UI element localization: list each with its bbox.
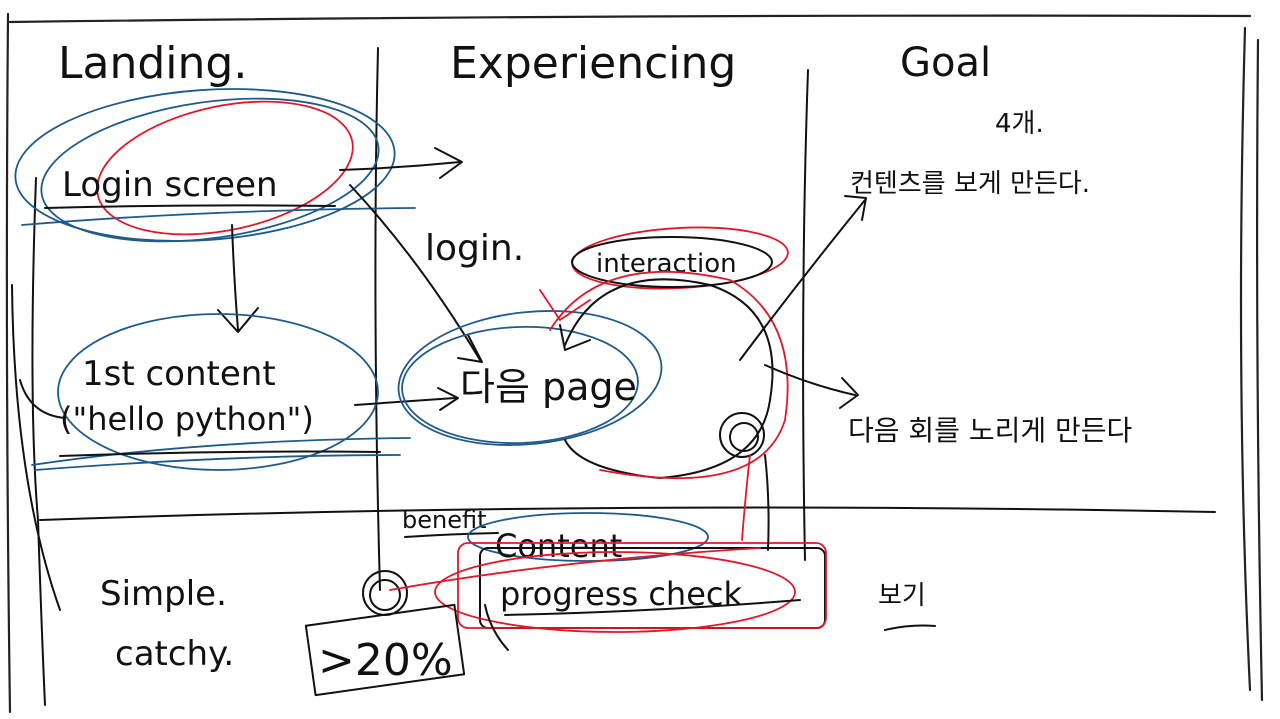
frame-left-line bbox=[5, 12, 12, 714]
arrow-login-to-first-content bbox=[231, 224, 239, 331]
note-simple: Simple. bbox=[100, 574, 227, 614]
goal-note-bottom: 보기 bbox=[878, 581, 926, 611]
goal-note-next: 다음 회를 노리게 만든다 bbox=[848, 414, 1132, 447]
login-screen-blue-ellipse bbox=[14, 88, 396, 242]
frame-top-line bbox=[8, 14, 1252, 24]
node-next-page: 다음 page bbox=[460, 365, 637, 409]
arrow-progress-to-circle bbox=[389, 547, 761, 591]
column-heading-goal: Goal bbox=[900, 40, 991, 86]
bottom-tick-mark bbox=[484, 604, 509, 651]
arrow-login-to-next-page bbox=[349, 184, 481, 361]
left-loop-arrow bbox=[11, 284, 61, 611]
goal-note-content: 컨텐츠를 보게 만든다. bbox=[850, 169, 1090, 199]
arrow-login-to-right bbox=[339, 161, 461, 171]
loop-circle-node bbox=[719, 412, 765, 458]
next-page-blue-ellipse-2 bbox=[401, 325, 639, 445]
interaction-loop bbox=[564, 278, 774, 479]
progress-check-underline bbox=[504, 599, 801, 616]
login-screen-underline bbox=[21, 207, 416, 226]
connector-loop-to-progress-red bbox=[741, 454, 751, 541]
node-interaction: interaction bbox=[596, 249, 737, 279]
interaction-loop-arrowhead bbox=[559, 324, 591, 351]
arrow-first-content-to-next-page bbox=[354, 397, 456, 406]
loop-circle-node-inner bbox=[729, 422, 759, 452]
arrow-to-goal-bottom-head bbox=[839, 377, 859, 409]
arrow-login-to-next-page-head bbox=[457, 334, 483, 363]
arrow-to-goal-top-head bbox=[844, 195, 867, 221]
arrow-to-goal-bottom bbox=[764, 364, 856, 396]
left-arrow-hook bbox=[19, 379, 66, 419]
left-bracket bbox=[31, 177, 46, 706]
arrow-login-to-right-head bbox=[434, 147, 463, 179]
progress-check-red-ellipse bbox=[434, 551, 796, 633]
node-first-content-line1: 1st content bbox=[82, 354, 276, 394]
first-content-blue-ellipse bbox=[57, 313, 379, 471]
progress-check-red-box bbox=[457, 542, 827, 629]
note-catchy: catchy. bbox=[115, 634, 234, 674]
percent-box bbox=[304, 603, 466, 697]
interaction-loop-red bbox=[549, 270, 789, 480]
content-blue-ellipse bbox=[467, 512, 709, 562]
benefit-underline bbox=[404, 532, 499, 538]
node-percent: >20% bbox=[318, 635, 453, 686]
horizontal-split-line bbox=[39, 506, 1216, 521]
login-screen-red-ellipse bbox=[96, 100, 354, 236]
goal-note-bottom-underline bbox=[884, 624, 936, 631]
login-screen-underline-ink bbox=[44, 204, 336, 209]
first-content-underline bbox=[31, 437, 411, 466]
column-heading-landing: Landing. bbox=[58, 38, 247, 89]
interaction-black-ellipse bbox=[571, 236, 773, 288]
frame-right-line bbox=[1256, 38, 1264, 702]
arrow-to-goal-top bbox=[739, 199, 866, 361]
goal-note-heading: 4개. bbox=[995, 109, 1044, 139]
connector-loop-to-progress bbox=[764, 454, 770, 551]
node-login-screen: Login screen bbox=[62, 165, 278, 205]
next-page-blue-ellipse bbox=[397, 310, 663, 446]
arrow-first-content-to-next-page-head bbox=[437, 387, 459, 411]
node-first-content-line2: ("hello python") bbox=[60, 400, 314, 438]
progress-start-circle-inner bbox=[369, 579, 401, 611]
divider-experiencing-goal bbox=[802, 69, 809, 561]
frame-right-curve bbox=[1239, 26, 1252, 692]
divider-landing-experiencing bbox=[374, 47, 381, 591]
first-content-underline-ink bbox=[59, 450, 381, 457]
first-content-underline-2 bbox=[34, 454, 401, 471]
interaction-loop-red-arrowhead bbox=[539, 289, 591, 322]
edge-label-login: login. bbox=[425, 228, 524, 269]
column-heading-experiencing: Experiencing bbox=[450, 38, 736, 89]
login-screen-blue-ellipse-2 bbox=[40, 97, 380, 243]
